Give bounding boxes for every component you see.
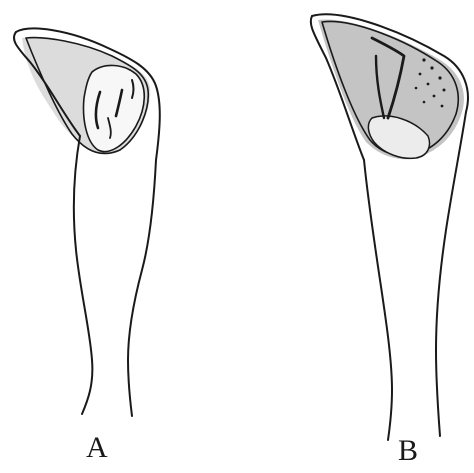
- specimen-b-stalk-left: [364, 160, 392, 440]
- specimen-b: [311, 14, 468, 440]
- panel-label-b: B: [398, 436, 418, 466]
- specimen-a-stalk-left: [74, 136, 92, 414]
- specimen-a-stalk-right: [128, 160, 156, 416]
- specimen-a: [14, 29, 160, 416]
- panel-label-a: A: [86, 433, 108, 463]
- specimen-b-stalk-right: [436, 112, 466, 436]
- specimen-a-inner-lobe: [84, 65, 145, 151]
